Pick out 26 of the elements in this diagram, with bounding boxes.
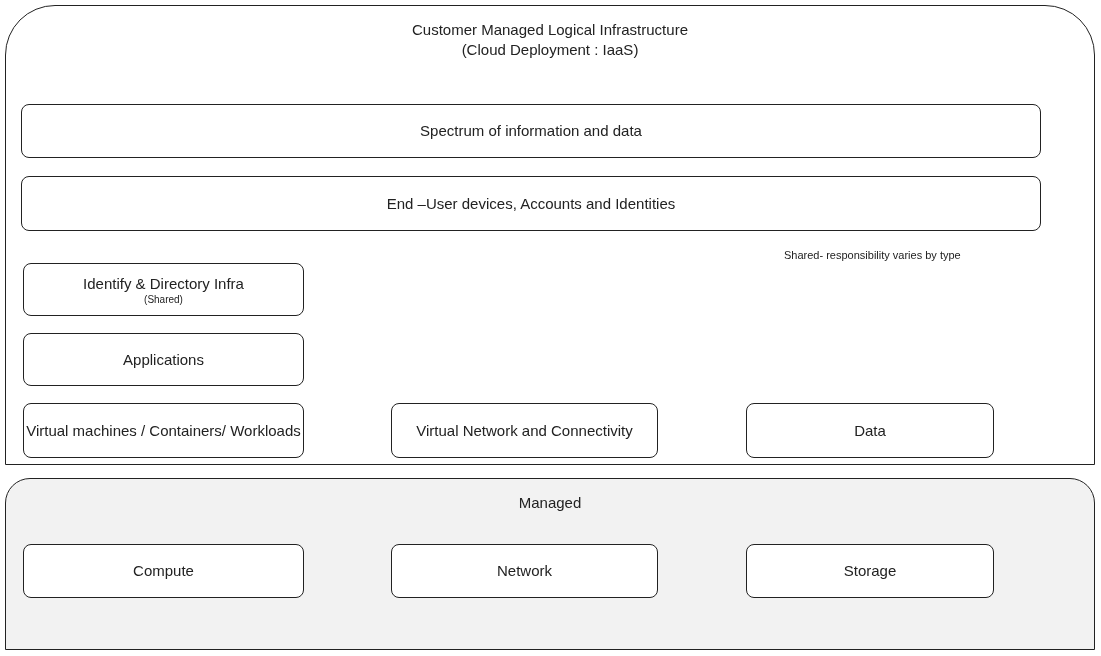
box-label: Network	[497, 561, 552, 581]
box-label: Data	[854, 420, 886, 441]
container-panel	[5, 478, 1095, 650]
box-label: Managed	[518, 493, 582, 513]
box-label: End –User devices, Accounts and Identities	[386, 193, 676, 214]
box-label: Virtual Network and Connectivity	[416, 420, 633, 441]
container-panel	[5, 5, 1095, 465]
note-text: Shared- responsibility varies by type	[784, 249, 961, 261]
box-label: Spectrum of information and data	[420, 121, 642, 141]
layer-box	[391, 403, 658, 458]
box-label: Identify & Directory Infra	[83, 274, 244, 294]
box-label: Customer Managed Logical Infrastructure (Cloud Deployment : IaaS)	[411, 20, 689, 59]
layer-box	[391, 544, 658, 598]
box-label: Applications	[123, 349, 204, 370]
layer-box	[23, 544, 304, 598]
layer-box	[21, 104, 1041, 158]
layer-box	[23, 333, 304, 386]
layer-box	[23, 403, 304, 458]
layer-box	[21, 176, 1041, 231]
layer-box	[23, 263, 304, 316]
box-label: Storage	[843, 561, 897, 581]
layer-box	[746, 403, 994, 458]
box-label: Virtual machines / Containers/ Workloads	[26, 420, 301, 441]
box-sublabel: (Shared)	[144, 293, 183, 305]
layer-box	[746, 544, 994, 598]
box-label: Compute	[133, 561, 194, 581]
